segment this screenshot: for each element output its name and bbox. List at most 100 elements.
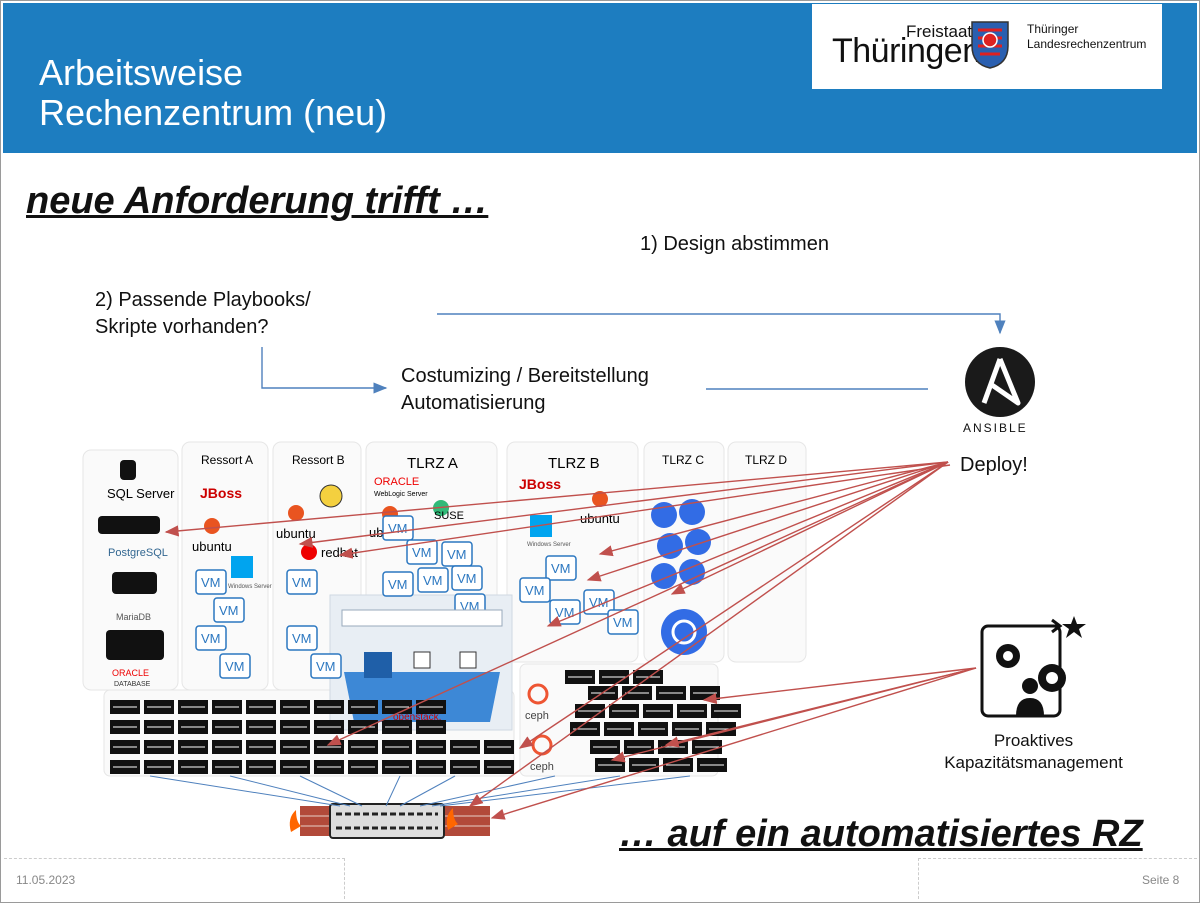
server-rack-icon	[484, 740, 514, 754]
k8s-pod-icon	[651, 563, 677, 589]
sqlserver-db-icon	[120, 460, 136, 480]
tlrz-c-label: TLRZ C	[662, 453, 704, 467]
server-rack-icon	[246, 700, 276, 714]
server-rack-icon	[595, 758, 625, 772]
server-rack-icon	[246, 760, 276, 774]
svg-text:VM: VM	[555, 605, 575, 620]
server-rack-icon	[110, 760, 140, 774]
vm-box: VM	[519, 577, 551, 603]
tlrz-d-panel	[727, 441, 807, 663]
server-rack-icon	[280, 760, 310, 774]
server-rack-icon	[677, 704, 707, 718]
capacity-arrow	[490, 667, 977, 820]
footer-left-box	[4, 858, 345, 899]
server-rack-icon	[565, 670, 595, 684]
svg-text:VM: VM	[388, 521, 408, 536]
server-rack-icon	[450, 760, 480, 774]
deploy-arrow	[468, 461, 949, 807]
step1-text: 1) Design abstimmen	[640, 233, 829, 255]
mariadb-db-icon	[112, 572, 157, 594]
server-rack-icon	[212, 720, 242, 734]
server-rack-icon	[178, 760, 208, 774]
vm-box: VM	[213, 597, 245, 623]
coat-of-arms-icon	[971, 21, 1009, 69]
server-rack-icon	[624, 740, 654, 754]
vm-box: VM	[219, 653, 251, 679]
step2-line-1: 2) Passende Playbooks/	[95, 289, 311, 311]
postgres-db-icon	[98, 516, 160, 534]
tlrz-c-panel	[643, 441, 725, 663]
arrow-step2-to-customizing	[261, 347, 388, 394]
slide-title: Arbeitsweise Rechenzentrum (neu)	[39, 53, 387, 133]
jboss-logo-ressort-a: JBoss	[200, 485, 242, 501]
svg-text:VM: VM	[589, 595, 609, 610]
thueringen-logo: Freistaat Thüringen Thüringer Landesrech…	[812, 4, 1162, 89]
arrow-step1-to-ansible	[437, 313, 1006, 335]
server-rack-icon	[629, 758, 659, 772]
svg-text:VM: VM	[423, 573, 443, 588]
svg-text:VM: VM	[201, 631, 221, 646]
svg-text:VM: VM	[388, 577, 408, 592]
svg-text:VM: VM	[447, 547, 467, 562]
server-rack-icon	[246, 740, 276, 754]
vm-box: VM	[382, 515, 414, 541]
mariadb-logo: MariaDB	[116, 612, 151, 622]
deploy-arrow	[586, 461, 949, 582]
server-rack-icon	[711, 704, 741, 718]
ceph-icon	[527, 683, 549, 705]
openstack-container-icon	[459, 651, 477, 669]
logo-org-name: Thüringer Landesrechenzentrum	[1027, 22, 1146, 52]
server-rack-icon	[382, 700, 412, 714]
svg-text:VM: VM	[412, 545, 432, 560]
jboss-logo-tlrz-b: JBoss	[519, 476, 561, 492]
ceph-logo-2: ceph	[530, 761, 554, 773]
suse-logo: SUSE	[434, 510, 464, 522]
logo-thueringen: Thüringen	[832, 32, 981, 70]
server-rack-icon	[280, 720, 310, 734]
server-rack-icon	[609, 704, 639, 718]
step2-line-2: Skripte vorhanden?	[95, 316, 269, 338]
ansible-label: ANSIBLE	[963, 421, 1028, 435]
fire-icon	[446, 808, 458, 830]
svg-text:VM: VM	[316, 659, 336, 674]
openstack-vm-icon	[413, 651, 431, 669]
server-rack-icon	[110, 740, 140, 754]
ubuntu-icon-ressort-a	[204, 518, 220, 534]
postgres-logo: PostgreSQL	[108, 547, 168, 559]
server-rack-icon	[110, 700, 140, 714]
server-rack-icon	[110, 720, 140, 734]
server-rack-icon	[638, 722, 668, 736]
windows-logo-ressort-a: Windows Server	[228, 584, 272, 590]
deploy-arrows	[164, 461, 977, 820]
oracle-wl-logo: ORACLE	[374, 476, 419, 488]
footer-page-number: Seite 8	[1142, 873, 1180, 887]
capacity-management-icon	[980, 616, 1086, 718]
ubuntu-logo-ressort-b: ubuntu	[276, 526, 316, 541]
server-rack-icon	[604, 722, 634, 736]
server-rack-icon	[663, 758, 693, 772]
customizing-text: Costumizing / Bereitstellung Automatisie…	[401, 363, 649, 417]
server-rack-icon	[382, 760, 412, 774]
vm-box: VM	[310, 653, 342, 679]
tlrz-a-label: TLRZ A	[407, 455, 458, 472]
server-rack-icon	[280, 700, 310, 714]
server-rack-icon	[416, 700, 446, 714]
ubuntu-icon-tlrz-b	[592, 491, 608, 507]
oracle-db-icon	[106, 630, 164, 660]
server-rack-icon	[144, 720, 174, 734]
server-rack-icon	[144, 740, 174, 754]
deploy-arrow	[164, 461, 949, 537]
server-rack-icon	[314, 760, 344, 774]
footer-right-box	[918, 858, 1197, 899]
vm-box: VM	[406, 539, 438, 565]
vm-box: VM	[441, 541, 473, 567]
vm-box: VM	[607, 609, 639, 635]
vm-box: VM	[382, 571, 414, 597]
vm-box: VM	[417, 567, 449, 593]
headline: neue Anforderung trifft …	[26, 180, 489, 222]
deploy-arrow	[326, 461, 949, 746]
server-rack-icon	[178, 720, 208, 734]
svg-text:VM: VM	[292, 575, 312, 590]
capacity-arrow	[610, 667, 977, 763]
